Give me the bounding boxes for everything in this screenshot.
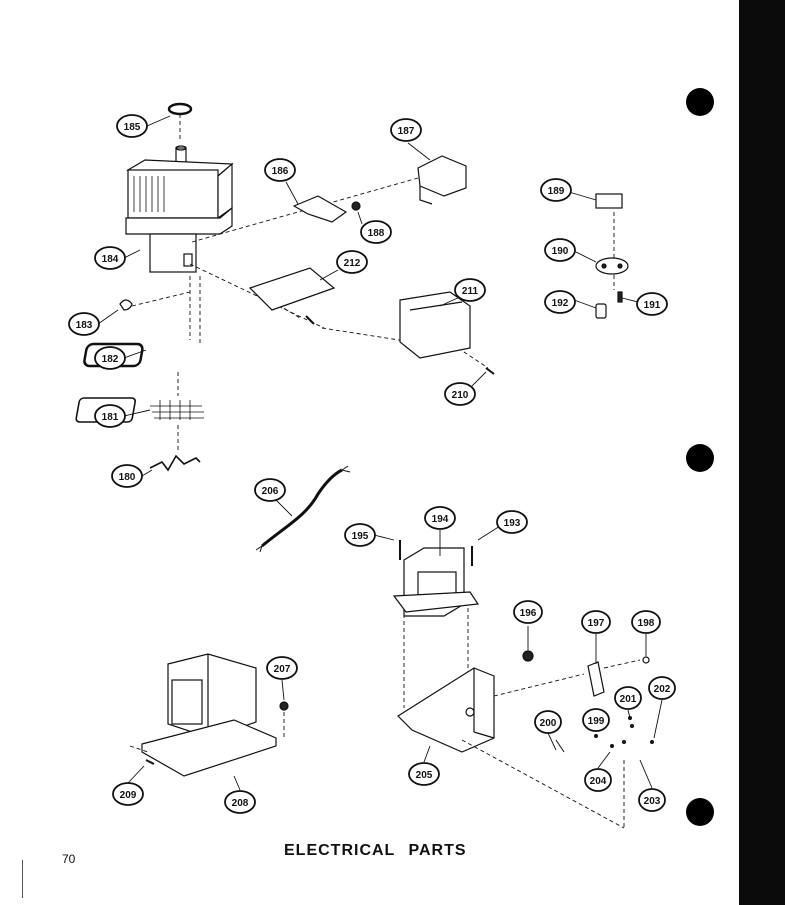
- callout-190: 190: [544, 238, 576, 262]
- svg-text:183: 183: [76, 320, 93, 331]
- clip-part-183: [119, 299, 133, 311]
- callout-185: 185: [116, 114, 148, 138]
- callout-210: 210: [444, 382, 476, 406]
- callout-188: 188: [360, 220, 392, 244]
- transformer-part-194: [392, 547, 480, 617]
- callout-197: 197: [581, 610, 611, 634]
- callout-184: 184: [94, 246, 126, 270]
- callout-181: 181: [94, 404, 126, 428]
- svg-text:205: 205: [416, 770, 433, 781]
- callout-183: 183: [68, 312, 100, 336]
- callout-189: 189: [540, 178, 572, 202]
- callout-192: 192: [544, 290, 576, 314]
- chassis-bracket-part: [397, 667, 495, 753]
- callout-202: 202: [648, 676, 676, 700]
- svg-text:194: 194: [432, 514, 449, 525]
- bracket-part-197: [587, 661, 605, 697]
- binder-hole-bottom: [686, 798, 714, 826]
- binder-hole-middle: [686, 444, 714, 472]
- magnetron-part: [125, 102, 234, 273]
- nut-part-188: [351, 201, 361, 211]
- page-title: ELECTRICAL PARTS: [284, 842, 467, 859]
- callout-186: 186: [264, 158, 296, 182]
- plate-part-212: [248, 267, 336, 311]
- callout-182: 182: [94, 346, 126, 370]
- svg-text:210: 210: [452, 390, 469, 401]
- svg-text:204: 204: [590, 776, 607, 787]
- svg-text:198: 198: [638, 618, 655, 629]
- svg-text:199: 199: [588, 716, 605, 727]
- bracket-part-211: [399, 291, 471, 359]
- svg-text:203: 203: [644, 796, 661, 807]
- switch-part-190: [595, 257, 629, 275]
- wire-harness-part: [261, 468, 343, 548]
- bracket-part-187: [417, 155, 467, 205]
- screw-part-191: [617, 291, 623, 303]
- svg-text:201: 201: [620, 694, 637, 705]
- callout-199: 199: [582, 708, 610, 732]
- screw-part-198: [642, 656, 650, 664]
- binder-hole-top: [686, 88, 714, 116]
- nut-part-196: [522, 650, 534, 662]
- small-parts-cluster: [593, 715, 654, 748]
- svg-text:190: 190: [552, 246, 569, 257]
- callout-212: 212: [336, 250, 368, 274]
- callout-205: 205: [408, 762, 440, 786]
- callout-209: 209: [112, 782, 144, 806]
- svg-text:186: 186: [272, 166, 289, 177]
- svg-text:195: 195: [352, 531, 369, 542]
- left-margin-mark: [22, 860, 23, 898]
- callout-180: 180: [111, 464, 143, 488]
- callout-206: 206: [254, 478, 286, 502]
- svg-text:196: 196: [520, 608, 537, 619]
- svg-text:184: 184: [102, 254, 119, 265]
- callout-200: 200: [534, 710, 562, 734]
- callout-204: 204: [584, 768, 612, 792]
- callout-194: 194: [424, 506, 456, 530]
- bracket-part-186: [292, 195, 348, 223]
- callout-201: 201: [614, 686, 642, 710]
- callout-196: 196: [513, 600, 543, 624]
- svg-text:197: 197: [588, 618, 605, 629]
- callout-211: 211: [454, 278, 486, 302]
- svg-text:185: 185: [124, 122, 141, 133]
- callout-198: 198: [631, 610, 661, 634]
- plate-part-189: [595, 193, 623, 209]
- svg-text:208: 208: [232, 798, 249, 809]
- svg-text:209: 209: [120, 790, 137, 801]
- callout-203: 203: [638, 788, 666, 812]
- callout-195: 195: [344, 523, 376, 547]
- hv-transformer-part: [141, 653, 277, 777]
- callout-191: 191: [636, 292, 668, 316]
- page-number: 70: [62, 852, 76, 866]
- nut-part-207: [279, 701, 289, 711]
- page-edge-bar: [739, 0, 785, 905]
- callout-187: 187: [390, 118, 422, 142]
- svg-text:200: 200: [540, 718, 557, 729]
- svg-text:202: 202: [654, 684, 671, 695]
- svg-text:192: 192: [552, 298, 569, 309]
- svg-text:180: 180: [119, 472, 136, 483]
- svg-text:193: 193: [504, 518, 521, 529]
- svg-text:189: 189: [548, 186, 565, 197]
- svg-text:206: 206: [262, 486, 279, 497]
- svg-text:212: 212: [344, 258, 361, 269]
- callout-labels: 185 184 183 182 181 180 186 187 188 212 …: [68, 114, 676, 814]
- svg-text:188: 188: [368, 228, 385, 239]
- callout-193: 193: [496, 510, 528, 534]
- svg-text:211: 211: [462, 286, 479, 297]
- svg-text:187: 187: [398, 126, 415, 137]
- cap-part-192: [595, 303, 607, 319]
- svg-text:207: 207: [274, 664, 291, 675]
- svg-text:181: 181: [102, 412, 119, 423]
- svg-text:191: 191: [644, 300, 661, 311]
- callout-208: 208: [224, 790, 256, 814]
- bracket-clip-part: [149, 454, 201, 472]
- callout-207: 207: [266, 656, 298, 680]
- svg-text:182: 182: [102, 354, 119, 365]
